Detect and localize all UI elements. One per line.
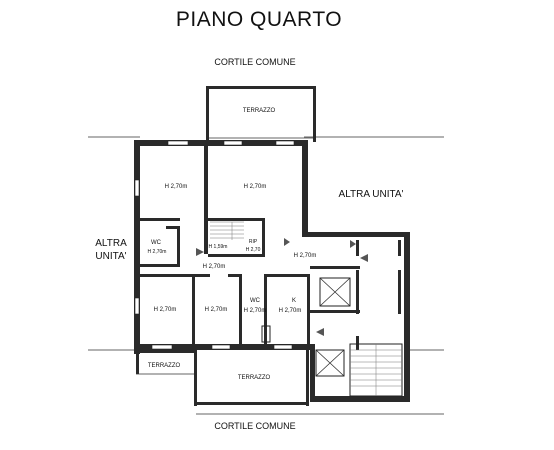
direction-marks: [196, 238, 368, 336]
other-unit-right-label: ALTRA UNITA': [339, 189, 404, 200]
terrace-top-outline: [206, 86, 316, 142]
terrace-left-label: TERRAZZO: [148, 363, 181, 369]
boundary-lines: [88, 136, 444, 415]
other-unit-left-label-2: UNITA': [95, 251, 126, 262]
elevator-shaft-bottom: [315, 349, 345, 377]
rip-label: RIP: [249, 239, 258, 245]
interior-walls: [140, 146, 401, 350]
room-n-height: H 2,70m: [244, 184, 267, 190]
kitchen-label: K: [292, 298, 296, 304]
wc1-height: H 2,70m: [148, 249, 167, 255]
wc2-label: WC: [250, 298, 261, 304]
common-stairs: [349, 343, 403, 397]
wc2-height: H 2,70m: [244, 308, 267, 314]
elevator-shaft-top: [319, 277, 351, 307]
rip-height: H 2,70: [246, 247, 261, 253]
room-s-height: H 2,70m: [205, 307, 228, 313]
plan-title: PIANO QUARTO: [176, 8, 342, 31]
courtyard-top-label: CORTILE COMUNE: [214, 57, 295, 67]
internal-stairs: [210, 221, 244, 240]
corridor-height: H 2,70m: [203, 264, 226, 270]
terrace-bottom-outline: [136, 350, 309, 406]
kitchen-height: H 2,70m: [279, 308, 302, 314]
other-unit-left-label-1: ALTRA: [95, 238, 127, 249]
stair-height: H 1,59m: [209, 244, 228, 250]
courtyard-bottom-label: CORTILE COMUNE: [214, 421, 295, 431]
terrace-bottom-label: TERRAZZO: [238, 375, 271, 381]
terrace-top-label: TERRAZZO: [243, 108, 276, 114]
room-sw-height: H 2,70m: [154, 307, 177, 313]
wc1-label: WC: [151, 240, 162, 246]
landing-height: H 2,70m: [294, 253, 317, 259]
windows: [134, 140, 295, 350]
room-nw-height: H 2,70m: [165, 184, 188, 190]
